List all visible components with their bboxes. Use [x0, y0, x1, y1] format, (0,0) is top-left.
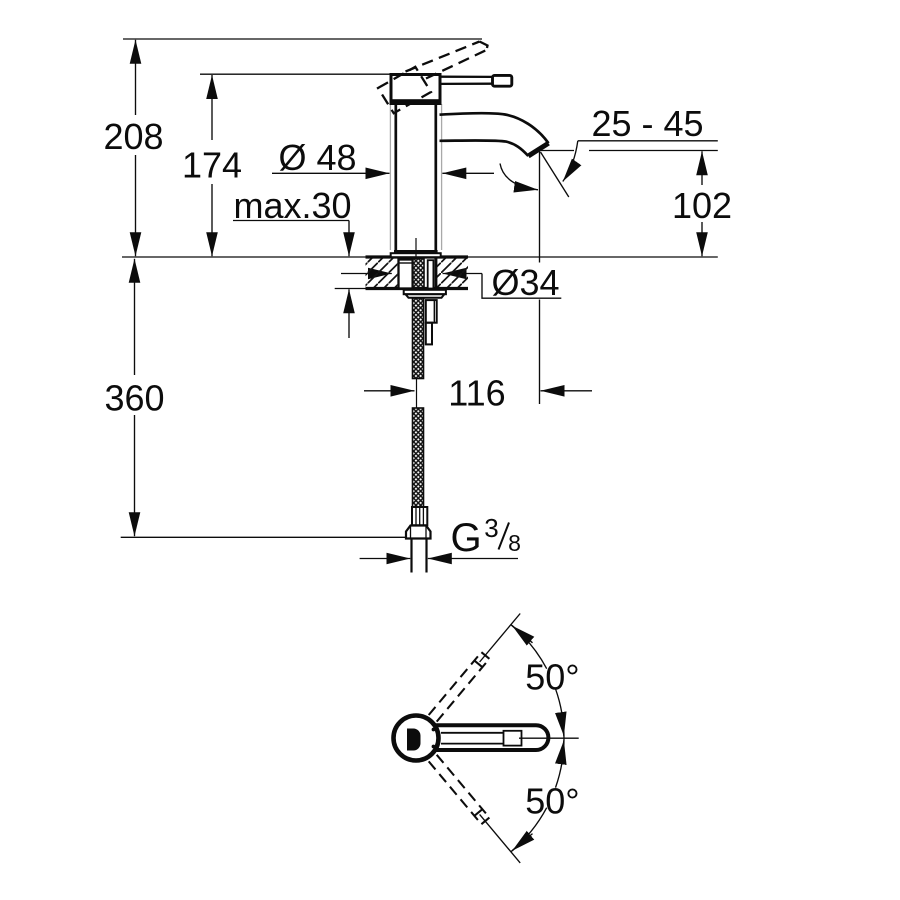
svg-text:3: 3 [484, 513, 498, 543]
svg-text:208: 208 [103, 116, 163, 157]
svg-text:G: G [450, 516, 481, 560]
svg-text:25 - 45: 25 - 45 [591, 103, 703, 144]
svg-text:116: 116 [448, 373, 505, 414]
svg-text:8: 8 [508, 530, 521, 556]
svg-text:174: 174 [182, 145, 242, 186]
svg-text:Ø34: Ø34 [491, 262, 559, 303]
svg-text:360: 360 [104, 378, 164, 419]
svg-text:Ø 48: Ø 48 [278, 137, 356, 178]
svg-text:50°: 50° [525, 781, 579, 822]
svg-text:max.30: max.30 [233, 185, 351, 226]
svg-text:102: 102 [672, 185, 732, 226]
svg-text:50°: 50° [525, 657, 579, 698]
